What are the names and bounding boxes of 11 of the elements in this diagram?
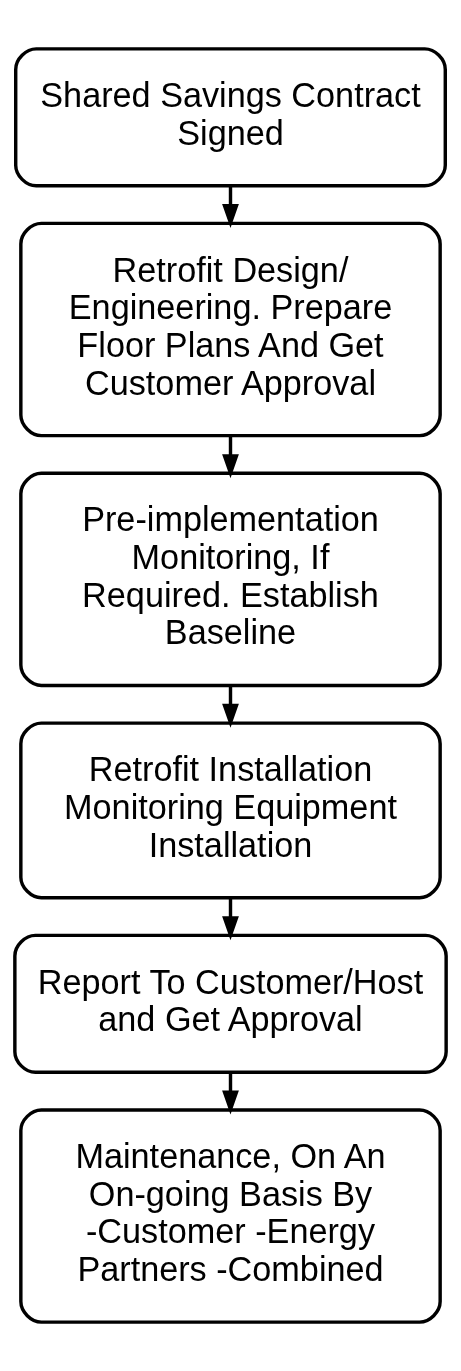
node-box: Pre-implementation Monitoring, If Required. Establish Baseline bbox=[19, 471, 442, 688]
node-box: Retrofit Design/ Engineering. Prepare Floor Plans And Get Customer Approval bbox=[19, 221, 442, 438]
arrow bbox=[222, 685, 239, 728]
arrow bbox=[222, 898, 239, 941]
arrow bbox=[222, 435, 239, 479]
node-box: Report To Customer/Host and Get Approval bbox=[13, 933, 448, 1074]
node-box: Maintenance, On An On-going Basis By -Customer -Energy Partners -Combined bbox=[19, 1108, 442, 1324]
node-box: Shared Savings Contract Signed bbox=[14, 47, 447, 188]
node-box: Retrofit Installation Monitoring Equipment Installation bbox=[19, 721, 442, 900]
arrow bbox=[222, 1072, 239, 1115]
arrow bbox=[222, 186, 239, 228]
